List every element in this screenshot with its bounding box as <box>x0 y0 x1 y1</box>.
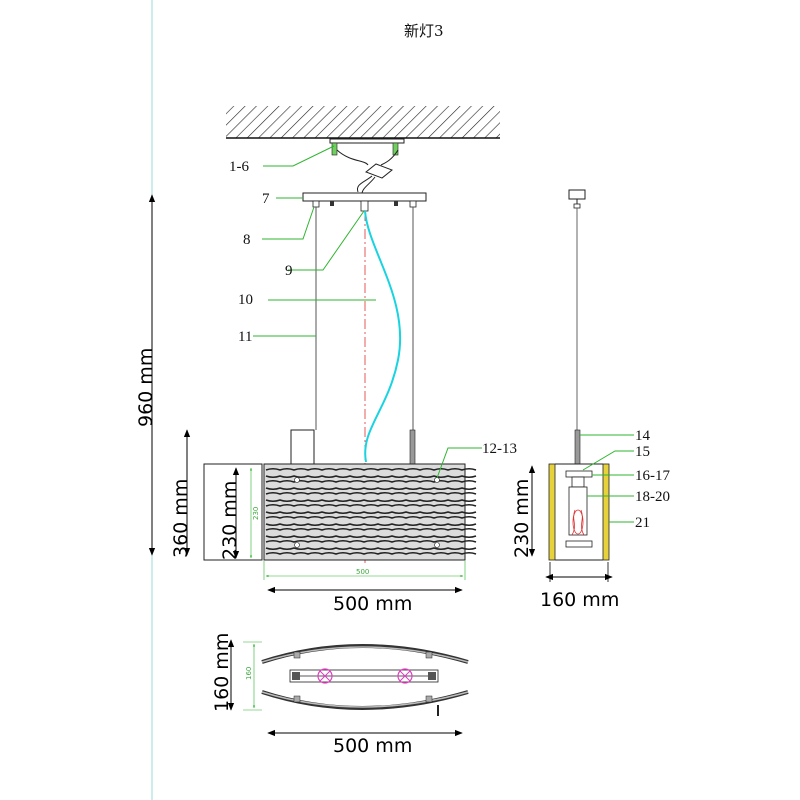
power-cable <box>364 210 402 463</box>
top-view-lamp <box>261 644 469 716</box>
front-view-lamp <box>203 429 477 561</box>
front-width-label: 500 mm <box>333 593 412 615</box>
body-height-label: 360 mm <box>170 479 192 558</box>
shade-wave-line <box>265 475 477 479</box>
side-view-lamp <box>548 189 610 561</box>
shade-wave-line <box>265 499 477 503</box>
top-dimension-lines <box>227 639 463 737</box>
shade-wave-line <box>265 467 477 471</box>
callout-14: 14 <box>635 428 651 444</box>
callout-18-20: 18-20 <box>635 489 670 505</box>
shade-wave-line <box>265 535 477 539</box>
drawing-title: 新灯3 <box>404 22 444 40</box>
callout-11: 11 <box>238 329 252 345</box>
ceiling-mount <box>329 138 405 195</box>
front-dimension-lines <box>148 194 463 594</box>
shade-wave-line <box>265 523 477 527</box>
callout-21: 21 <box>635 515 650 531</box>
shade-wave-line <box>265 547 477 551</box>
top-inner-dimensions <box>243 641 262 711</box>
shade-wave-line <box>265 539 477 543</box>
callout-1-6: 1-6 <box>229 159 249 175</box>
callout-16-17: 16-17 <box>635 468 670 484</box>
shade-wave-line <box>265 487 477 491</box>
callout-leaders <box>253 145 634 523</box>
callout-7: 7 <box>262 191 270 207</box>
shade-height-small-label: 230 <box>252 507 260 520</box>
top-depth-small-label: 160 <box>245 667 253 680</box>
top-width-label: 500 mm <box>333 735 412 757</box>
callout-10: 10 <box>238 292 253 308</box>
bulb-filament <box>571 509 585 536</box>
ceiling <box>226 106 500 139</box>
callout-8: 8 <box>243 232 251 248</box>
canopy-plate <box>302 192 427 212</box>
bulb-icon-right <box>397 668 413 684</box>
shade-wave-texture <box>265 467 477 555</box>
callout-12-13: 12-13 <box>482 441 517 457</box>
side-height-label: 230 mm <box>511 479 533 558</box>
side-dimension-lines <box>528 465 613 582</box>
front-inner-dimensions <box>249 467 466 580</box>
bulb-icon-left <box>317 668 333 684</box>
width-small-label: 500 <box>356 568 369 576</box>
callout-15: 15 <box>635 444 650 460</box>
total-height-label: 960 mm <box>135 348 157 427</box>
top-depth-label: 160 mm <box>211 633 233 712</box>
shade-wave-line <box>265 551 477 555</box>
shade-wave-line <box>265 527 477 531</box>
callout-9: 9 <box>285 263 293 279</box>
shade-wave-line <box>265 515 477 519</box>
shade-wave-line <box>265 503 477 507</box>
shade-wave-line <box>265 479 477 483</box>
shade-wave-line <box>265 491 477 495</box>
shade-height-label: 230 mm <box>219 481 241 560</box>
side-depth-label: 160 mm <box>540 589 619 611</box>
shade-wave-line <box>265 511 477 515</box>
